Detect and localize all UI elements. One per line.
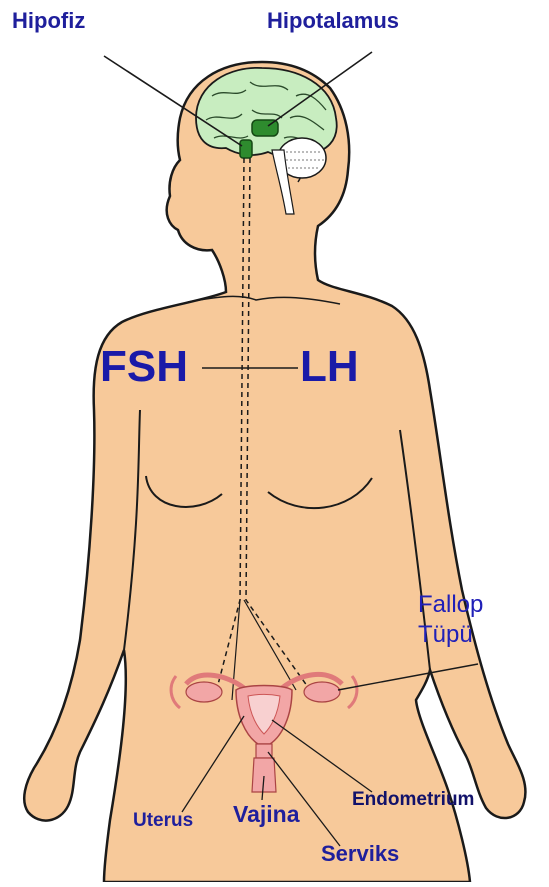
label-hipofiz: Hipofiz [12,10,85,32]
right-ovary [304,682,340,702]
label-fallop-line2: Tüpü [418,620,483,650]
label-fallop-tube: Fallop Tüpü [418,590,483,650]
pituitary-gland [240,140,252,158]
label-serviks: Serviks [321,843,399,865]
label-fallop-line1: Fallop [418,590,483,620]
left-ovary [186,682,222,702]
body-outline [24,62,525,882]
label-vajina: Vajina [233,803,299,826]
label-lh: LH [300,345,359,389]
label-endometrium: Endometrium [352,790,474,809]
vagina [252,758,276,792]
cervix [256,744,272,758]
label-hipotalamus: Hipotalamus [267,10,399,32]
label-uterus: Uterus [133,811,193,830]
label-fsh: FSH [100,345,188,389]
